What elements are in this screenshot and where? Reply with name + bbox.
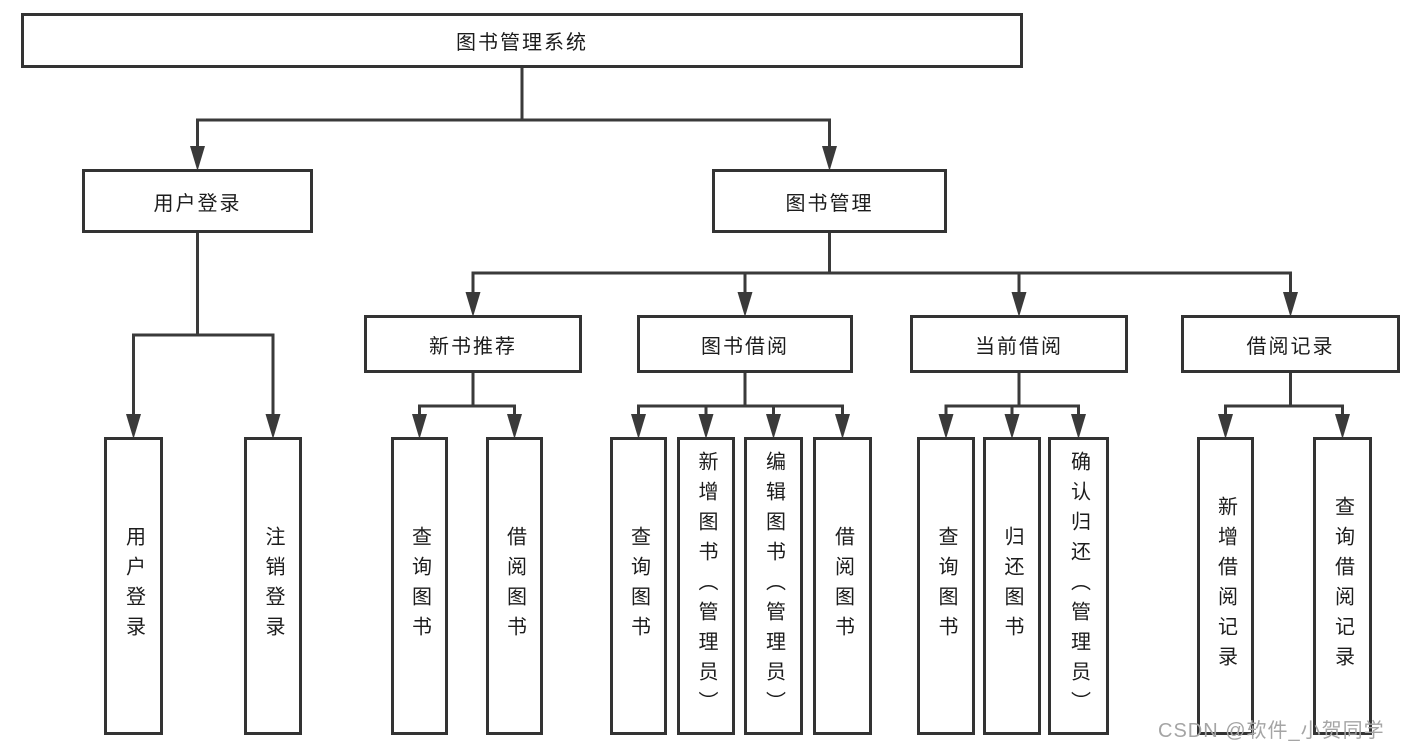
node-leaf-bb-add-label: 新增图书（管理员） (695, 451, 717, 721)
node-leaf-cb-confirm-label: 确认归还（管理员） (1067, 451, 1090, 721)
node-leaf-nr-borrow: 借阅图书 (486, 437, 543, 735)
node-root: 图书管理系统 (21, 13, 1023, 68)
node-current-borrow: 当前借阅 (910, 315, 1128, 373)
arrowhead-icon (1218, 414, 1233, 439)
node-leaf-cb-return: 归还图书 (983, 437, 1041, 735)
node-leaf-bb-edit-label: 编辑图书（管理员） (762, 451, 785, 721)
arrowhead-icon (835, 414, 850, 439)
arrowhead-icon (1011, 292, 1027, 317)
node-book-borrow: 图书借阅 (637, 315, 853, 373)
node-root-label: 图书管理系统 (456, 32, 588, 54)
node-leaf-cb-query-label: 查询图书 (935, 526, 957, 646)
node-leaf-rec-query-label: 查询借阅记录 (1331, 496, 1354, 676)
node-borrow-records-label: 借阅记录 (1246, 335, 1335, 358)
node-leaf-nr-query: 查询图书 (391, 437, 448, 735)
node-book-borrow-label: 图书借阅 (701, 335, 789, 358)
node-book-mgmt-label: 图书管理 (785, 192, 874, 215)
arrowhead-icon (507, 414, 522, 439)
arrowhead-icon (737, 292, 753, 317)
node-leaf-nr-query-label: 查询图书 (408, 526, 431, 646)
node-new-book-rec: 新书推荐 (364, 315, 582, 373)
arrowhead-icon (412, 414, 427, 439)
arrowhead-icon (698, 414, 714, 439)
node-user-login: 用户登录 (82, 169, 313, 233)
arrowhead-icon (265, 414, 281, 439)
node-leaf-user-login-label: 用户登录 (122, 526, 145, 646)
watermark: CSDN @软件_小贺同学 (1158, 720, 1385, 742)
node-leaf-bb-query: 查询图书 (610, 437, 667, 735)
node-leaf-bb-add: 新增图书（管理员） (677, 437, 735, 735)
arrowhead-icon (1071, 414, 1086, 439)
node-leaf-cb-query: 查询图书 (917, 437, 975, 735)
node-borrow-records: 借阅记录 (1181, 315, 1400, 373)
node-leaf-logout: 注销登录 (244, 437, 302, 735)
arrowhead-icon (822, 146, 837, 171)
arrowhead-icon (126, 414, 141, 439)
arrowhead-icon (465, 292, 481, 317)
node-new-book-rec-label: 新书推荐 (429, 335, 517, 358)
node-leaf-user-login: 用户登录 (104, 437, 163, 735)
node-leaf-bb-borrow-label: 借阅图书 (831, 526, 854, 646)
node-current-borrow-label: 当前借阅 (975, 335, 1063, 358)
node-leaf-logout-label: 注销登录 (262, 526, 284, 646)
node-leaf-rec-add-label: 新增借阅记录 (1214, 496, 1237, 676)
arrowhead-icon (938, 414, 954, 439)
node-book-mgmt: 图书管理 (712, 169, 947, 233)
node-leaf-bb-borrow: 借阅图书 (813, 437, 872, 735)
node-leaf-rec-query: 查询借阅记录 (1313, 437, 1372, 735)
node-leaf-rec-add: 新增借阅记录 (1197, 437, 1254, 735)
node-leaf-cb-return-label: 归还图书 (1001, 526, 1023, 646)
node-leaf-cb-confirm: 确认归还（管理员） (1048, 437, 1109, 735)
arrowhead-icon (1335, 414, 1350, 439)
arrowhead-icon (631, 414, 646, 439)
node-user-login-label: 用户登录 (153, 192, 242, 215)
node-leaf-bb-edit: 编辑图书（管理员） (744, 437, 803, 735)
arrowhead-icon (766, 414, 781, 439)
arrowhead-icon (1004, 414, 1020, 439)
arrowhead-icon (1283, 292, 1298, 317)
arrowhead-icon (190, 146, 205, 171)
node-leaf-bb-query-label: 查询图书 (627, 526, 650, 646)
node-leaf-nr-borrow-label: 借阅图书 (503, 526, 526, 646)
